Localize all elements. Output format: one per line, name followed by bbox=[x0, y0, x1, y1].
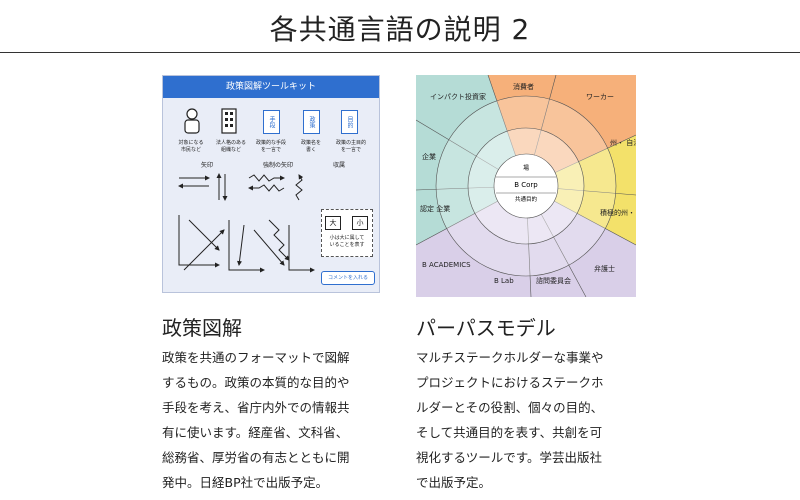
arrow-samples bbox=[178, 173, 315, 273]
goal-box: 目的 bbox=[341, 110, 358, 134]
section-forced-arrow: 強制の矢印 bbox=[263, 162, 294, 169]
belong-example: 大 小 小は大に属して いることを表す bbox=[321, 209, 373, 257]
left-line-2: するもの。政策の本質的な目的や bbox=[162, 375, 350, 390]
building-icon bbox=[221, 108, 237, 134]
large-box: 大 bbox=[325, 216, 341, 230]
right-line-3: ルダーとその役割、個々の目的、 bbox=[416, 400, 604, 415]
caption-goal: 政策の主目的 を一言で bbox=[335, 140, 366, 153]
left-line-5: 総務省、厚労省の有志とともに開 bbox=[162, 450, 350, 465]
center-circle bbox=[493, 153, 559, 219]
sector-lawyer: 弁護士 bbox=[594, 264, 615, 273]
company-investor-area bbox=[416, 75, 526, 245]
means-box: 手段 bbox=[263, 110, 280, 134]
center-place: 場 bbox=[523, 164, 529, 172]
left-line-4: 有に使います。経産省、文科省、 bbox=[162, 425, 349, 440]
purpose-model-wheel: 場 B Corp 共通目的 消費者 ワーカー 州・ 自治体 積極的州・ 自治体 … bbox=[416, 75, 636, 297]
right-line-5: 視化するツールです。学芸出版社 bbox=[416, 450, 603, 465]
sector-consumer: 消費者 bbox=[513, 82, 534, 91]
right-line-1: マルチステークホルダーな事業や bbox=[416, 350, 604, 365]
left-line-1: 政策を共通のフォーマットで図解 bbox=[162, 350, 350, 365]
sector-impact-investor: インパクト投資家 bbox=[430, 92, 486, 101]
center-name: B Corp bbox=[514, 181, 538, 189]
policy-toolkit-figure: 政策図解ツールキット 手段 政策 目的 対象になる 市民など 法人格のある 組織… bbox=[162, 75, 380, 293]
sector-local-gov: 州・ 自治体 bbox=[610, 138, 636, 147]
belong-caption: 小は大に属して いることを表す bbox=[329, 235, 365, 248]
caption-citizen: 対象になる 市民など bbox=[178, 140, 204, 153]
sector-worker: ワーカー bbox=[586, 93, 614, 101]
right-line-2: プロジェクトにおけるステークホ bbox=[416, 375, 604, 390]
comment-button[interactable]: コメントを入れる bbox=[321, 271, 375, 285]
right-line-6: で出版予定。 bbox=[416, 475, 492, 490]
section-arrow: 矢印 bbox=[201, 162, 214, 169]
sector-active-local-gov: 積極的州・ 自治体 bbox=[600, 208, 636, 217]
policy-box: 政策 bbox=[303, 110, 320, 134]
sector-blab: B Lab bbox=[494, 277, 514, 285]
policy-diagram-description: 政策を共通のフォーマットで図解 するもの。政策の本質的な目的や 手段を考え、省庁… bbox=[162, 345, 382, 495]
sector-advisory: 諮問委員会 bbox=[536, 276, 571, 285]
page-title: 各共通言語の説明 2 bbox=[269, 13, 531, 46]
caption-org: 法人格のある 組織など bbox=[215, 140, 246, 153]
toolkit-header: 政策図解ツールキット bbox=[163, 76, 379, 98]
sector-academics: B ACADEMICS bbox=[422, 261, 471, 269]
left-line-6: 発中。日経BP社で出版予定。 bbox=[162, 475, 329, 490]
right-line-4: そして共通目的を表す、共創を可 bbox=[416, 425, 603, 440]
caption-means: 政策的な手段 を一言で bbox=[255, 140, 286, 153]
lawyer-lab-area bbox=[416, 186, 636, 297]
center-purpose: 共通目的 bbox=[515, 195, 538, 203]
purpose-model-heading: パーパスモデル bbox=[416, 316, 556, 340]
purpose-model-description: マルチステークホルダーな事業や プロジェクトにおけるステークホ ルダーとその役割… bbox=[416, 345, 636, 495]
section-belong: 収属 bbox=[333, 162, 346, 169]
caption-policy: 政策名を 書く bbox=[300, 140, 321, 153]
sector-certified-company: 認定 企業 bbox=[420, 204, 450, 213]
left-line-3: 手段を考え、省庁内外での情報共 bbox=[162, 400, 350, 415]
policy-diagram-heading: 政策図解 bbox=[162, 316, 242, 340]
sector-company: 企業 bbox=[422, 152, 436, 161]
title-divider bbox=[0, 52, 800, 53]
person-icon bbox=[184, 108, 200, 134]
small-box: 小 bbox=[352, 216, 368, 230]
local-gov-area bbox=[526, 135, 636, 245]
